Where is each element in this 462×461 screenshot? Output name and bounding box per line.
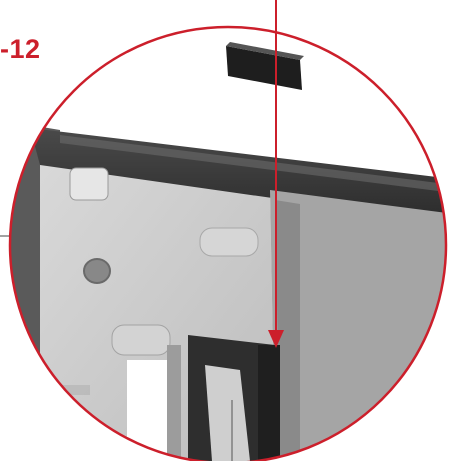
slot-opening	[127, 360, 167, 461]
step-number-label: -12	[0, 34, 41, 64]
raised-boss	[199, 227, 259, 257]
latch-tab	[69, 167, 109, 201]
insertion-arrow-icon	[268, 330, 284, 348]
removable-tab	[226, 42, 304, 90]
magnified-detail-circle	[8, 25, 448, 461]
mounting-hole	[83, 258, 111, 284]
